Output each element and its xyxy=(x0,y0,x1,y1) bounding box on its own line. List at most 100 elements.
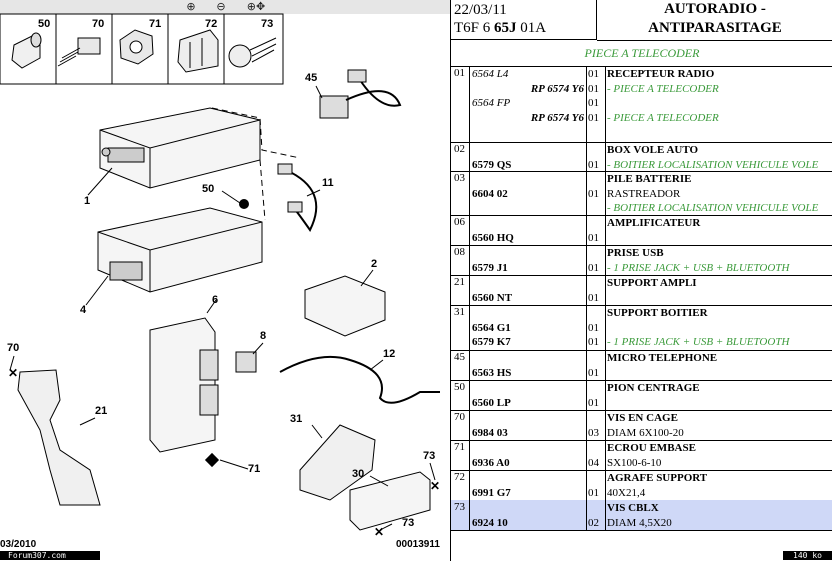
quantity: 03 xyxy=(588,426,599,439)
part-detail: - PIECE A TELECODER xyxy=(607,111,719,124)
part-reference[interactable]: 6564 L4 xyxy=(472,68,509,80)
part-name: AGRAFE SUPPORT xyxy=(607,472,708,484)
part-name: PRISE USB xyxy=(607,247,664,259)
quantity: 01 xyxy=(588,187,599,200)
part-reference[interactable]: 6560 HQ xyxy=(472,231,514,244)
part-reference[interactable]: 6936 A0 xyxy=(472,456,510,469)
diagram-date: 03/2010 xyxy=(0,539,37,550)
callout-label: 6 xyxy=(212,294,219,306)
part-reference[interactable]: 6560 NT xyxy=(472,291,513,304)
part-name: PION CENTRAGE xyxy=(607,382,700,394)
qty-cell: 01 xyxy=(586,380,606,410)
ref-cell: 6579 J1 xyxy=(470,245,587,275)
part-label: 71 xyxy=(149,18,162,30)
quantity: 02 xyxy=(588,516,599,529)
row-number: 70 xyxy=(451,410,470,440)
title-line-1: AUTORADIO - xyxy=(664,1,766,17)
row-number: 03 xyxy=(451,171,470,215)
part-reference[interactable]: 6984 03 xyxy=(472,426,508,439)
qty-cell: 04 xyxy=(586,440,606,470)
qty-cell: 01 xyxy=(586,350,606,380)
callout-label: 31 xyxy=(290,413,303,425)
quantity: 01 xyxy=(588,231,599,244)
part-reference[interactable]: 6604 02 xyxy=(472,187,508,200)
part-detail: RASTREADOR xyxy=(607,187,681,200)
ref-cell: 6560 NT xyxy=(470,275,587,305)
part-reference[interactable]: 6579 QS xyxy=(472,158,512,171)
part-detail: SX100-6-10 xyxy=(607,456,662,469)
quantity: 01 xyxy=(588,336,599,349)
rp-reference[interactable]: RP 6574 Y6 xyxy=(530,82,584,95)
desc-cell: SUPPORT AMPLI xyxy=(605,275,832,305)
qty-cell: 01 xyxy=(586,245,606,275)
part-reference[interactable]: 6579 K7 xyxy=(472,336,511,349)
row-number: 02 xyxy=(451,142,470,171)
callout-label: 21 xyxy=(95,405,108,417)
part-label: 70 xyxy=(92,18,105,30)
part-reference[interactable]: 6563 HS xyxy=(472,366,512,379)
row-number: 45 xyxy=(451,350,470,380)
part-detail: 40X21,4 xyxy=(607,486,646,499)
qty-cell: 01 xyxy=(586,275,606,305)
quantity: 01 xyxy=(588,321,599,334)
callout-label: 1 xyxy=(84,195,91,207)
header-info: 22/03/11 T6F 6 65J 01A xyxy=(451,0,597,40)
row-number: 08 xyxy=(451,245,470,275)
diagram-drawing: ✕ ✕ ✕ xyxy=(0,13,440,539)
part-reference[interactable]: 6924 10 xyxy=(472,516,508,529)
row-number: 21 xyxy=(451,275,470,305)
callout-label: 71 xyxy=(248,463,261,475)
ref-cell: 6560 LP xyxy=(470,380,587,410)
row-number: 06 xyxy=(451,215,470,245)
quantity: 01 xyxy=(588,486,599,499)
callout-label: 70 xyxy=(7,342,20,354)
part-name: VIS EN CAGE xyxy=(607,412,678,424)
part-reference[interactable]: 6991 G7 xyxy=(472,486,511,499)
header-code: T6F 6 65J 01A xyxy=(454,20,547,36)
ref-cell: 6560 HQ xyxy=(470,215,587,245)
desc-cell: AMPLIFICATEUR xyxy=(605,215,832,245)
desc-cell: SUPPORT BOITIER- 1 PRISE JACK + USB + BL… xyxy=(605,305,832,350)
part-name: RECEPTEUR RADIO xyxy=(607,68,715,80)
zoom-out-icon[interactable]: ⊖ xyxy=(216,0,226,13)
callout-label: 50 xyxy=(202,183,215,195)
quantity: 01 xyxy=(588,366,599,379)
qty-cell: 03 xyxy=(586,410,606,440)
rp-reference[interactable]: RP 6574 Y6 xyxy=(530,111,584,124)
row-number: 01 xyxy=(451,66,470,142)
part-label: 73 xyxy=(261,18,274,30)
row-number: 71 xyxy=(451,440,470,470)
part-reference[interactable]: 6560 LP xyxy=(472,396,511,409)
ref-cell: 6991 G7 xyxy=(470,470,587,500)
quantity: 01 xyxy=(588,158,599,171)
pan-icon[interactable]: ⊕✥ xyxy=(246,0,266,13)
part-reference[interactable]: 6564 G1 xyxy=(472,321,511,334)
part-name: AMPLIFICATEUR xyxy=(607,217,701,229)
qty-cell: 01 xyxy=(586,215,606,245)
callout-label: 2 xyxy=(371,258,378,270)
ref-cell: 6564 G1 6579 K7 xyxy=(470,305,587,350)
zoom-in-icon[interactable]: ⊕ xyxy=(186,0,196,13)
part-reference[interactable]: 6564 FP xyxy=(472,97,511,110)
quantity: 01 xyxy=(588,261,599,274)
forum-watermark: Forum307.com xyxy=(0,551,100,560)
part-reference[interactable]: 6579 J1 xyxy=(472,261,508,274)
diagram-toolbar: ⊕ ⊖ ⊕✥ xyxy=(0,0,450,14)
callout-label: 73 xyxy=(423,450,436,462)
part-detail: DIAM 6X100-20 xyxy=(607,426,684,439)
